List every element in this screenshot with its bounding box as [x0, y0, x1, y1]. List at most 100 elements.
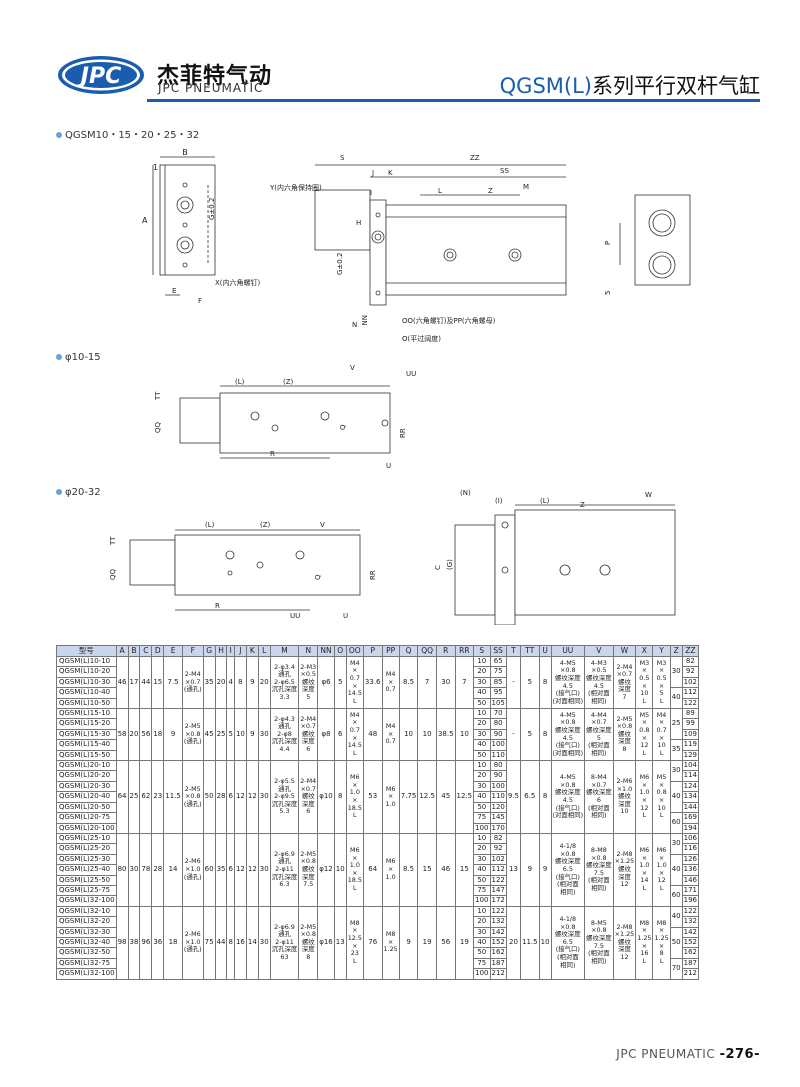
column-header: L: [257, 645, 271, 657]
table-cell: 4-1/8 ×0.8 螺纹深度 6.5 (接气口) (相对面 相同): [550, 832, 586, 907]
table-cell: 40: [473, 864, 491, 876]
table-cell: 44: [139, 655, 153, 710]
dim-label: G±0.2: [208, 198, 216, 220]
table-cell: 53: [362, 760, 383, 834]
table-cell: 2-M8 ×1.25 螺纹 深度 12: [612, 832, 637, 907]
dim-label: 1: [153, 163, 158, 172]
table-cell: 2-M8 ×1.25 螺纹 深度 12: [612, 905, 637, 980]
table-cell: 2-φ6.9 通孔 2-φ11 沉孔深度 6.3: [269, 832, 300, 907]
table-cell: 142: [489, 926, 507, 938]
column-header: 型号: [56, 645, 117, 657]
section-label-20-32: φ20-32: [56, 487, 101, 498]
table-cell: 122: [489, 874, 507, 886]
table-cell: QGSM(L)20-50: [56, 801, 117, 814]
column-header: Y: [652, 645, 671, 657]
table-cell: 75: [489, 666, 507, 678]
table-cell: 30: [669, 655, 683, 689]
diagram-phi-10-15: V UU (L) (Z) TT QQ Q RR R U: [154, 364, 416, 470]
table-cell: QGSM(L)32-30: [56, 926, 117, 938]
dim-label: U: [343, 612, 348, 620]
table-cell: 98: [115, 905, 129, 980]
table-cell: 11.5: [163, 760, 183, 834]
table-cell: 110: [489, 791, 507, 803]
dim-label: X(内六角螺钉): [215, 278, 261, 287]
dim-label: SS: [500, 167, 509, 175]
table-cell: 40: [473, 739, 491, 751]
table-cell: 60: [669, 812, 683, 834]
table-cell: 30: [473, 676, 491, 689]
table-cell: QGSM(L)25-50: [56, 874, 117, 886]
table-cell: QGSM(L)20-100: [56, 822, 117, 834]
footer-brand: JPC PNEUMATIC: [616, 1047, 716, 1061]
table-cell: M5 × 0.8 × 10 L: [652, 760, 671, 834]
table-cell: 9: [520, 832, 540, 907]
table-cell: 162: [489, 947, 507, 959]
table-cell: 7.75: [398, 760, 419, 834]
table-cell: 38.5: [435, 708, 456, 762]
dim-label: C: [434, 565, 442, 570]
table-cell: 8: [333, 760, 347, 834]
dim-label: B: [182, 148, 188, 157]
table-cell: 114: [681, 770, 700, 782]
table-cell: 60: [669, 884, 683, 907]
table-cell: M6 × 1.0 × 12 L: [652, 832, 671, 907]
table-cell: M8 × 1.25: [381, 905, 400, 980]
table-cell: QGSM(L)20-40: [56, 791, 117, 803]
table-cell: 4-1/8 ×0.8 螺纹深度 6.5 (接气口) (相对面 相同): [550, 905, 586, 980]
table-cell: 129: [681, 749, 700, 762]
table-cell: M8 × 12.5 × 23 L: [345, 905, 364, 980]
dim-label: O(平过阔度): [402, 334, 441, 343]
table-cell: 20: [473, 770, 491, 782]
table-cell: 4-M4 ×0.7 螺纹深度 5 (相对面 相同): [584, 708, 614, 762]
table-cell: 12.5: [454, 760, 475, 834]
table-cell: 6: [226, 832, 235, 907]
jpc-logo: JPC: [58, 56, 144, 94]
table-cell: 25: [214, 708, 228, 762]
table-cell: 136: [681, 864, 700, 876]
table-cell: 112: [681, 687, 700, 699]
table-cell: 16: [233, 905, 247, 980]
column-header: V: [584, 645, 614, 657]
table-cell: 116: [681, 843, 700, 855]
table-cell: QGSM(L)32-100: [56, 968, 117, 980]
table-cell: 10: [473, 708, 491, 720]
table-cell: 12: [233, 760, 247, 834]
table-cell: 20: [473, 916, 491, 928]
title-model: QGSM(L): [499, 74, 592, 98]
table-cell: 30: [257, 832, 271, 907]
table-cell: M6 × 1.0: [381, 832, 400, 907]
table-cell: QGSM(L)32-40: [56, 936, 117, 949]
table-cell: 96: [139, 905, 153, 980]
column-header: J: [233, 645, 247, 657]
table-cell: 10: [473, 905, 491, 918]
table-cell: QGSM(L)20-10: [56, 760, 117, 772]
table-cell: 13: [505, 832, 522, 907]
table-cell: 2-M4 ×0.7 螺纹 深度 6: [298, 760, 319, 834]
column-header: X: [635, 645, 654, 657]
table-cell: QGSM(L)20-75: [56, 812, 117, 824]
table-cell: M4 × 0.7 × 10 L: [652, 708, 671, 762]
table-cell: 7: [454, 655, 475, 710]
table-cell: 4-M5 ×0.8 螺纹深度 4.5 (接气口) (对面相同): [550, 708, 586, 762]
table-cell: 134: [681, 791, 700, 803]
table-cell: M3 × 0.5 × 5 L: [652, 655, 671, 710]
column-header: Q: [398, 645, 419, 657]
table-cell: 50: [473, 947, 491, 959]
column-header: U: [538, 645, 552, 657]
dim-label: R: [270, 450, 275, 458]
table-cell: 10: [333, 832, 347, 907]
table-cell: 126: [681, 853, 700, 866]
table-cell: 92: [489, 843, 507, 855]
table-cell: 212: [489, 968, 507, 980]
table-cell: 5: [520, 708, 540, 762]
table-cell: 38: [127, 905, 141, 980]
table-cell: 146: [681, 874, 700, 886]
table-cell: 60: [202, 832, 216, 907]
table-cell: 145: [489, 812, 507, 824]
table-cell: 2-M5 ×0.8 螺纹 深度 7.5: [298, 832, 319, 907]
table-cell: 10: [473, 832, 491, 845]
